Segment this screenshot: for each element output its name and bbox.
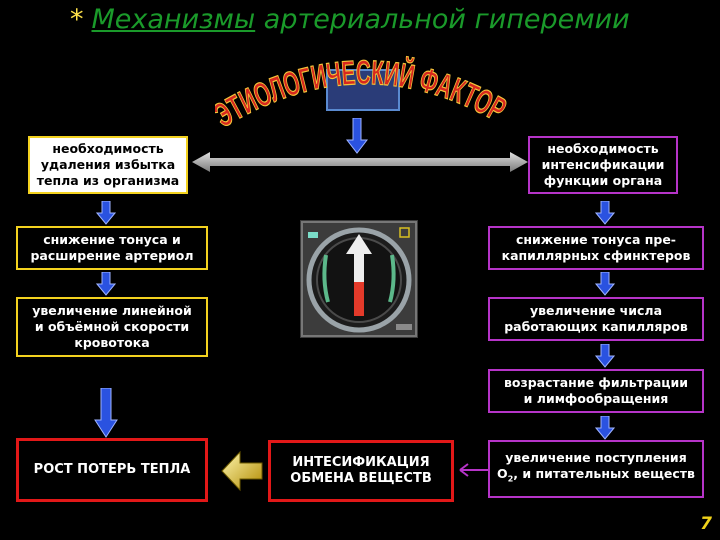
left-box3-line1: увеличение линейной [32,303,192,318]
right-box4-line2: и лимфообращения [523,391,669,406]
etiology-banner: ЭТИОЛОГИЧЕСКИЙ ФАКТОР [215,53,512,135]
o2-subscript: 2 [507,474,514,484]
left-box-arteriole-dilation: снижение тонуса и расширение артериол [16,226,208,270]
right-box1-line2: интенсификации [541,157,665,172]
right-box1-line3: функции органа [543,173,663,188]
left-box1-line1: необходимость [52,141,164,156]
slide-title: *Механизмы артериальной гиперемии [70,4,630,35]
right-box5-line1: увеличение поступления [505,450,687,466]
right-box-function-intensification: необходимость интенсификации функции орг… [528,136,678,194]
title-underlined-word: Механизмы [91,4,256,35]
red-box-heat-loss: РОСТ ПОТЕРЬ ТЕПЛА [16,438,208,502]
right-box-filtration: возрастание фильтрации и лимфообращения [488,369,704,413]
left-arrow-2-icon [96,272,116,296]
red-box-metabolism: ИНТЕСИФИКАЦИЯ ОБМЕНА ВЕЩЕСТВ [268,440,454,502]
right-box1-line1: необходимость [547,141,659,156]
right-box4-line1: возрастание фильтрации [503,375,689,390]
right-box3-line2: работающих капилляров [504,319,688,334]
left-box1-line3: тепла из организма [36,173,180,188]
left-arrow-1-icon [96,201,116,225]
left-box3-line3: кровотока [74,335,150,350]
heat-loss-text: РОСТ ПОТЕРЬ ТЕПЛА [33,462,191,477]
metabolism-line2: ОБМЕНА ВЕЩЕСТВ [290,471,432,486]
right-arrow-3-icon [595,344,615,368]
right-box-oxygen-supply: увеличение поступления O2, и питательных… [488,440,704,498]
right-box3-line1: увеличение числа [529,303,663,318]
gauge-needle-icon [346,234,372,315]
double-arrow-icon [192,152,528,172]
right-box5-line2-rest: , и питательных веществ [513,466,695,482]
right-to-center-arrow-icon [459,463,488,477]
left-box1-line2: удаления избытка [40,157,176,172]
page-number: 7 [700,514,712,534]
title-star: * [70,4,84,35]
right-box2-line1: снижение тонуса пре- [515,232,676,247]
left-pointing-yellow-arrow-icon [221,450,263,492]
left-box2-line1: снижение тонуса и [43,232,181,247]
right-box-sphincter-tone: снижение тонуса пре- капиллярных сфинкте… [488,226,704,270]
left-box3-line2: и объёмной скорости [34,319,190,334]
banner-background-image [326,69,400,111]
gauge-image [300,220,418,338]
left-box-blood-flow: увеличение линейной и объёмной скорости … [16,297,208,357]
left-box-heat-removal: необходимость удаления избытка тепла из … [28,136,188,194]
gauge-red-level-icon [354,282,364,316]
left-arrow-long-icon [94,388,118,438]
banner-down-arrow-icon [346,118,368,154]
right-box5-line2: O2, и питательных веществ [497,466,695,488]
right-box-working-capillaries: увеличение числа работающих капилляров [488,297,704,341]
right-box2-line2: капиллярных сфинктеров [501,248,691,263]
o2-symbol: O [497,466,508,482]
metabolism-line1: ИНТЕСИФИКАЦИЯ [292,455,430,470]
title-rest: артериальной гиперемии [263,4,630,35]
right-arrow-4-icon [595,416,615,440]
left-box2-line2: расширение артериол [30,248,194,263]
right-arrow-2-icon [595,272,615,296]
gauge-indicator-left-icon [308,232,318,238]
right-arrow-1-icon [595,201,615,225]
gauge-indicator-right-icon [399,227,410,238]
